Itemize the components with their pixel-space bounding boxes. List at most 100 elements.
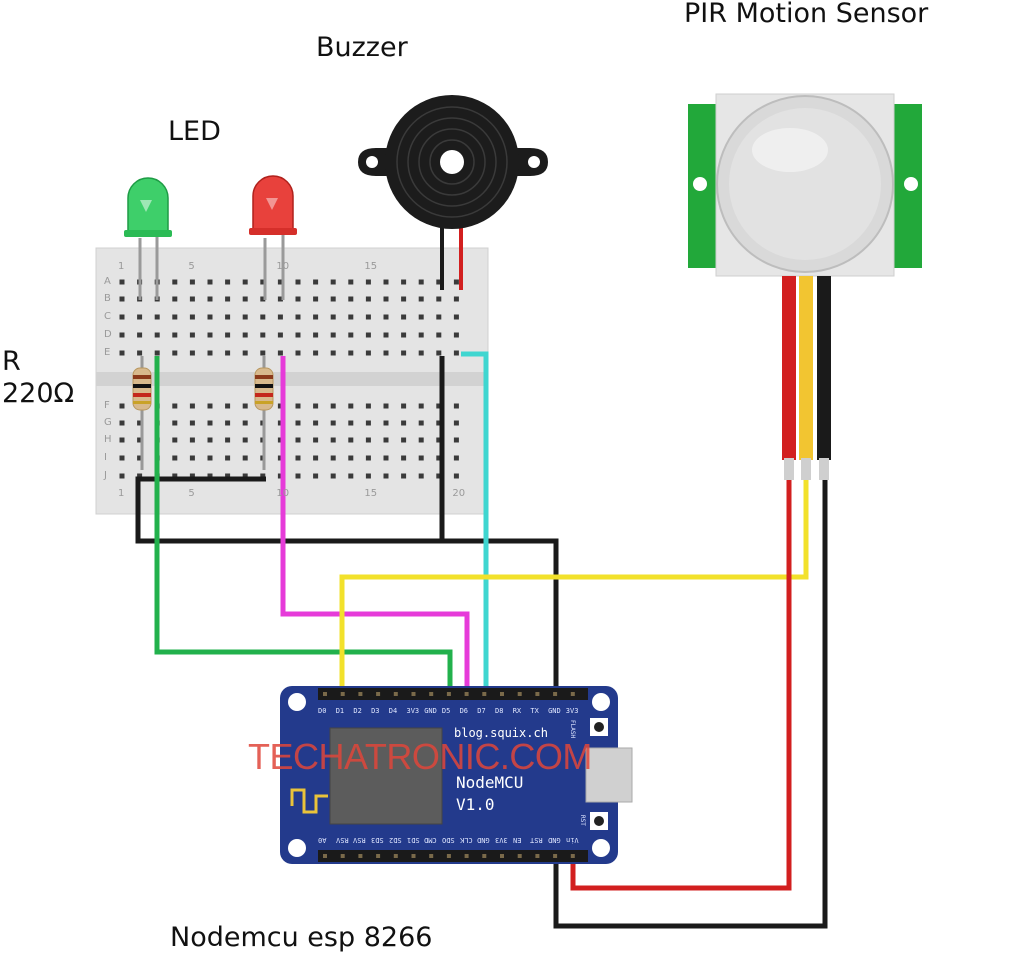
breadboard-hole [277, 403, 283, 409]
bottom-pin-label: SDO [441, 836, 455, 844]
breadboard-hole [119, 314, 125, 320]
breadboard-hole [365, 420, 371, 426]
breadboard-hole [260, 314, 266, 320]
wire-black-breadboard-gnd [135, 476, 559, 700]
wire-magenta-led-d6 [280, 356, 470, 700]
breadboard-hole [207, 332, 213, 338]
breadboard-hole [453, 296, 459, 302]
breadboard-hole [225, 350, 231, 356]
bottom-pin-label: RSV [353, 836, 367, 844]
breadboard-hole [313, 403, 319, 409]
breadboard-hole [453, 403, 459, 409]
breadboard-hole [330, 350, 336, 356]
top-pin-label: D3 [371, 707, 380, 715]
breadboard-hole [277, 473, 283, 479]
breadboard-col-number: 10 [276, 261, 290, 272]
breadboard-hole [137, 314, 143, 320]
top-pin-label: D8 [495, 707, 504, 715]
header-pin [570, 854, 575, 858]
breadboard-hole [313, 279, 319, 285]
breadboard-hole [418, 314, 424, 320]
breadboard-hole [365, 403, 371, 409]
breadboard-hole [295, 420, 301, 426]
breadboard-hole [383, 403, 389, 409]
breadboard-hole [295, 279, 301, 285]
breadboard-hole [137, 332, 143, 338]
buzzer-label: Buzzer [316, 32, 408, 63]
breadboard-hole [348, 437, 354, 443]
breadboard-hole [418, 437, 424, 443]
top-pin-label: D7 [477, 707, 486, 715]
header-pin [446, 692, 451, 696]
breadboard-hole [225, 403, 231, 409]
breadboard-hole [189, 437, 195, 443]
header-pin [482, 854, 487, 858]
breadboard-hole [348, 296, 354, 302]
bottom-pin-label: 3V3 [495, 836, 508, 844]
breadboard-hole [260, 473, 266, 479]
breadboard-hole [189, 420, 195, 426]
bottom-pin-label: SD2 [388, 836, 402, 844]
top-pin-label: 3V3 [565, 707, 579, 715]
header-pin [464, 692, 469, 696]
breadboard-hole [313, 296, 319, 302]
breadboard-hole [242, 332, 248, 338]
breadboard-hole [383, 420, 389, 426]
bottom-pin-label: EN [512, 836, 522, 844]
breadboard-hole [172, 350, 178, 356]
breadboard-hole [137, 437, 143, 443]
breadboard-hole [119, 473, 125, 479]
breadboard-hole [242, 279, 248, 285]
breadboard-hole [436, 437, 442, 443]
breadboard-hole [365, 350, 371, 356]
breadboard-hole [189, 296, 195, 302]
header-pin [323, 692, 327, 696]
breadboard-row-label: F [104, 400, 110, 411]
header-pin [535, 692, 540, 696]
top-pin-label: GND [548, 707, 561, 715]
header-pin [429, 854, 434, 858]
breadboard-hole [330, 420, 336, 426]
breadboard-hole [401, 296, 407, 302]
breadboard-hole [330, 314, 336, 320]
wires [135, 351, 828, 929]
top-pin-label: GND [424, 707, 437, 715]
header-pin [553, 692, 558, 696]
header-pin [464, 854, 469, 858]
breadboard-hole [242, 350, 248, 356]
breadboard-hole [242, 296, 248, 302]
breadboard-hole [189, 473, 195, 479]
breadboard-hole [436, 350, 442, 356]
breadboard-hole [348, 350, 354, 356]
header-pin [535, 854, 540, 858]
breadboard-hole [277, 279, 283, 285]
buzzer [358, 95, 548, 290]
board-version: V1.0 [456, 795, 495, 814]
header-pin [393, 692, 398, 696]
breadboard-hole [225, 314, 231, 320]
breadboard-hole [313, 314, 319, 320]
breadboard-hole [295, 437, 301, 443]
led-label: LED [168, 116, 221, 147]
breadboard-hole [295, 473, 301, 479]
header-pin [446, 854, 451, 858]
resistor-2 [254, 356, 274, 470]
breadboard-col-number: 1 [118, 261, 125, 272]
breadboard-hole [436, 279, 442, 285]
breadboard-hole [418, 332, 424, 338]
breadboard-hole [207, 455, 213, 461]
wire-green-led-d5 [154, 356, 453, 700]
breadboard-hole [172, 403, 178, 409]
breadboard-hole [119, 279, 125, 285]
breadboard-hole [401, 420, 407, 426]
breadboard-hole [154, 314, 160, 320]
led-green [124, 177, 172, 300]
board-rst-label: RST [579, 815, 586, 826]
breadboard-hole [418, 455, 424, 461]
header-pin [323, 854, 327, 858]
breadboard-row-label: A [104, 276, 111, 287]
breadboard-hole [277, 332, 283, 338]
breadboard-hole [242, 403, 248, 409]
breadboard-hole [383, 350, 389, 356]
